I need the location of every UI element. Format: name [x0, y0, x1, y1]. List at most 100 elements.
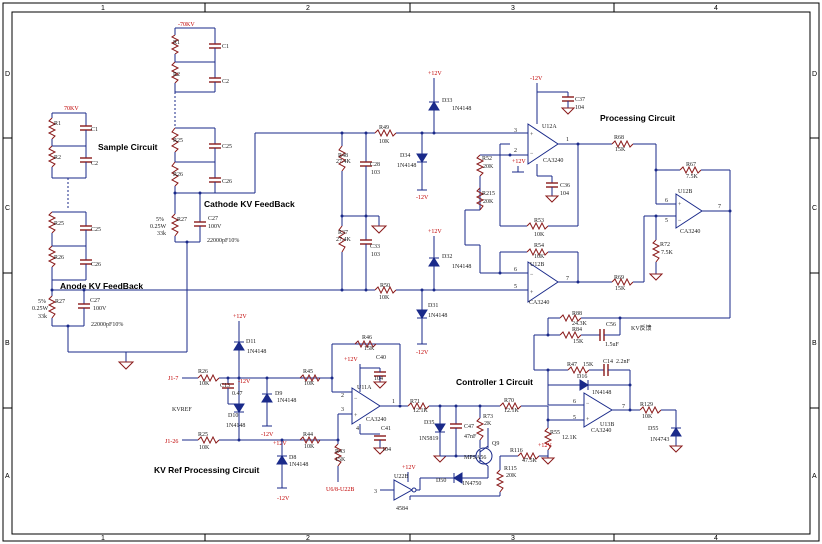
- schmitt-inverter: +12V: [380, 465, 421, 501]
- label-r115-value: 20K: [506, 473, 517, 479]
- row-label-right-c: C: [812, 205, 817, 212]
- label-c13: C13: [220, 383, 230, 389]
- label-d10: D10: [228, 413, 238, 419]
- label-c47: C47: [464, 424, 474, 430]
- label-d35-part: 1N5819: [419, 436, 438, 442]
- label-r26-ref: R26: [198, 369, 208, 375]
- svg-text:+: +: [586, 417, 590, 423]
- svg-text:−: −: [530, 272, 534, 278]
- row-label-left-c: C: [5, 205, 10, 212]
- label-c40-value: 104: [374, 376, 383, 382]
- label-r37: R37: [338, 230, 348, 236]
- label-r116: R116: [510, 448, 523, 454]
- label-d8: D8: [289, 455, 296, 461]
- title-sample-circuit: Sample Circuit: [98, 142, 158, 152]
- title-controller-circuit: Controller 1 Circuit: [456, 377, 533, 387]
- label-c26-cathode: C26: [222, 179, 232, 185]
- svg-text:+12V: +12V: [273, 441, 287, 447]
- label-r69: R69: [614, 275, 624, 281]
- label-d34-part: 1N4148: [397, 163, 416, 169]
- label-c37-value: 104: [575, 105, 584, 111]
- svg-text:+: +: [530, 290, 534, 296]
- svg-text:-12V: -12V: [416, 195, 429, 201]
- label-c33: C33: [370, 244, 380, 250]
- label-r129-value: 10K: [642, 414, 653, 420]
- label-kv-feedback-cn: KV反馈: [631, 324, 652, 332]
- row-label-right-d: D: [812, 71, 817, 78]
- label-j1-7: J1-7: [168, 376, 178, 382]
- kvref-input: +12V -12V -12V +12V -12V: [182, 314, 340, 502]
- svg-text:+12V: +12V: [402, 465, 416, 471]
- label-r45: R45: [303, 369, 313, 375]
- col-label-bottom-2: 2: [306, 535, 310, 542]
- label-22000pf-anode: 22000pF10%: [91, 322, 123, 328]
- row-label-right-a: A: [812, 473, 817, 480]
- label-d50: D50: [436, 478, 446, 484]
- label-r53: R53: [534, 218, 544, 224]
- label-100v-anode: 100V: [93, 306, 107, 312]
- pin-u16b-7: 7: [718, 204, 721, 210]
- label-d11: D11: [246, 339, 256, 345]
- label-u16b: U12B: [678, 189, 692, 195]
- col-label-bottom-1: 1: [101, 535, 105, 542]
- label-r71: R71: [410, 399, 420, 405]
- label-r37-value: 27.4K: [336, 237, 352, 243]
- label-d9-part: 1N4148: [277, 398, 296, 404]
- label-d16: D16: [577, 374, 587, 380]
- svg-text:+12V: +12V: [512, 159, 526, 165]
- label-c28: C28: [370, 162, 380, 168]
- label-c41: C41: [381, 426, 391, 432]
- label-r26-anode: R26: [54, 255, 64, 261]
- svg-text:+: +: [678, 202, 682, 208]
- label-025w-cathode: 0.25W: [150, 224, 167, 230]
- label-33k-anode: 33k: [38, 314, 47, 320]
- label-c28-value: 103: [371, 170, 380, 176]
- label-u12a-part: CA3240: [543, 158, 563, 164]
- svg-text:-12V: -12V: [261, 432, 274, 438]
- label-c41-value: 104: [382, 447, 391, 453]
- label-100v-cathode: 100V: [208, 224, 222, 230]
- label-c33-value: 103: [371, 252, 380, 258]
- label-r67: R67: [686, 162, 696, 168]
- label-d31-part: 1N4148: [428, 313, 447, 319]
- label-c25-anode: C25: [91, 227, 101, 233]
- label-r47: R47: [567, 362, 577, 368]
- label-r27-anode: R27: [55, 299, 65, 305]
- svg-text:+12V: +12V: [538, 443, 552, 449]
- title-cathode-feedback: Cathode KV FeedBack: [204, 199, 295, 209]
- label-u12b: U12B: [530, 262, 544, 268]
- label-22000pf-cathode: 22000pF10%: [207, 238, 239, 244]
- label-c40: C40: [376, 355, 386, 361]
- label-d55: D55: [648, 426, 658, 432]
- label-r46-value: 15K: [364, 346, 375, 352]
- col-label-bottom-3: 3: [511, 535, 515, 542]
- label-r1-anode: R1: [54, 121, 61, 127]
- pin-u12a-2: 2: [514, 148, 517, 154]
- pin-u11a-1: 1: [392, 399, 395, 405]
- row-label-right-b: B: [812, 340, 817, 347]
- title-kvref-processing: KV Ref Processing Circuit: [154, 465, 260, 475]
- label-r71-value: 12.1K: [413, 408, 429, 414]
- svg-text:+: +: [530, 132, 534, 138]
- label-c14: C14: [603, 359, 613, 365]
- clamp-diodes: +12V -12V +12V -12V: [416, 71, 442, 356]
- label-u12b-part: CA3240: [529, 300, 549, 306]
- error-amp: +12V −+: [331, 339, 584, 482]
- col-label-top-1: 1: [101, 5, 105, 12]
- label-c27-cathode: C27: [208, 216, 218, 222]
- label-r43: R43: [335, 449, 345, 455]
- pin-u13b-6: 6: [573, 399, 576, 405]
- label-c25-cathode: C25: [222, 144, 232, 150]
- label-c27-anode: C27: [90, 298, 100, 304]
- pin-u13b-7: 7: [622, 404, 625, 410]
- label-c1-anode: C1: [91, 127, 98, 133]
- label-u13b: U13B: [600, 422, 614, 428]
- label-c2-cathode: C2: [222, 79, 229, 85]
- label-r25-ref-value: 10K: [199, 445, 210, 451]
- label-r2-cathode: R2: [173, 72, 180, 78]
- label-r72-value: 7.5K: [661, 250, 674, 256]
- label-r50-value: 10K: [379, 295, 390, 301]
- label-r129: R129: [640, 402, 653, 408]
- label-c37: C37: [575, 97, 585, 103]
- label-c26-anode: C26: [91, 262, 101, 268]
